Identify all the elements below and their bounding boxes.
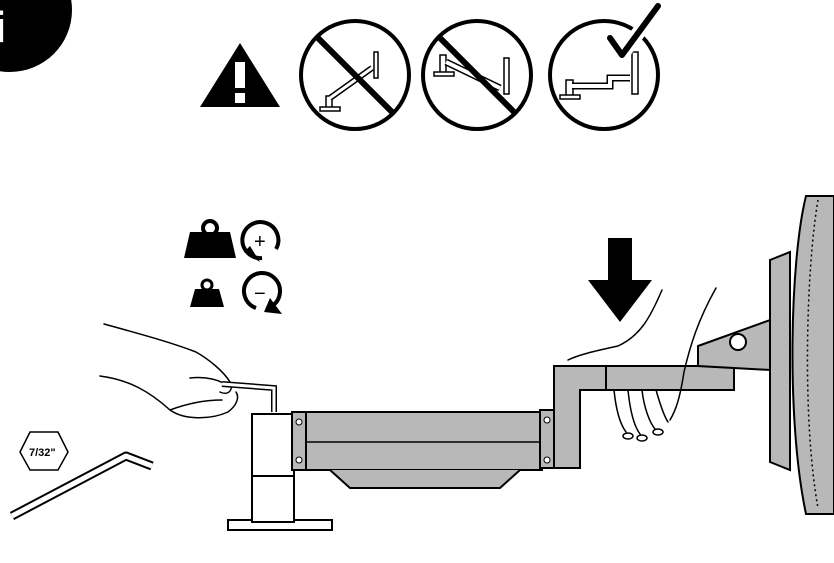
hand-pressing-arm [567,287,717,442]
allen-wrench-icon [9,451,154,520]
info-badge: i [0,0,72,72]
wrench-size-label: 7/32" [29,447,56,459]
rotate-clockwise-plus-icon: + [240,220,281,262]
rotate-counterclockwise-minus-icon: − [242,271,282,314]
hand-turning-key [99,323,239,419]
arm-level-approved-icon [548,0,665,131]
warning-triangle-icon [200,43,280,107]
tension-plus-symbol: + [254,231,266,253]
wrench-size-badge: 7/32" [19,431,69,471]
info-letter: i [0,3,6,52]
arm-raised-prohibited-icon [299,19,411,131]
light-weight-icon [190,278,224,307]
arm-lowered-prohibited-icon [421,19,533,131]
tension-minus-symbol: − [254,283,266,305]
mount-post [227,413,333,531]
heavy-weight-icon [184,219,236,258]
monitor-side-view [769,195,834,515]
press-down-arrow-icon [588,238,652,322]
monitor-arm [291,318,771,489]
